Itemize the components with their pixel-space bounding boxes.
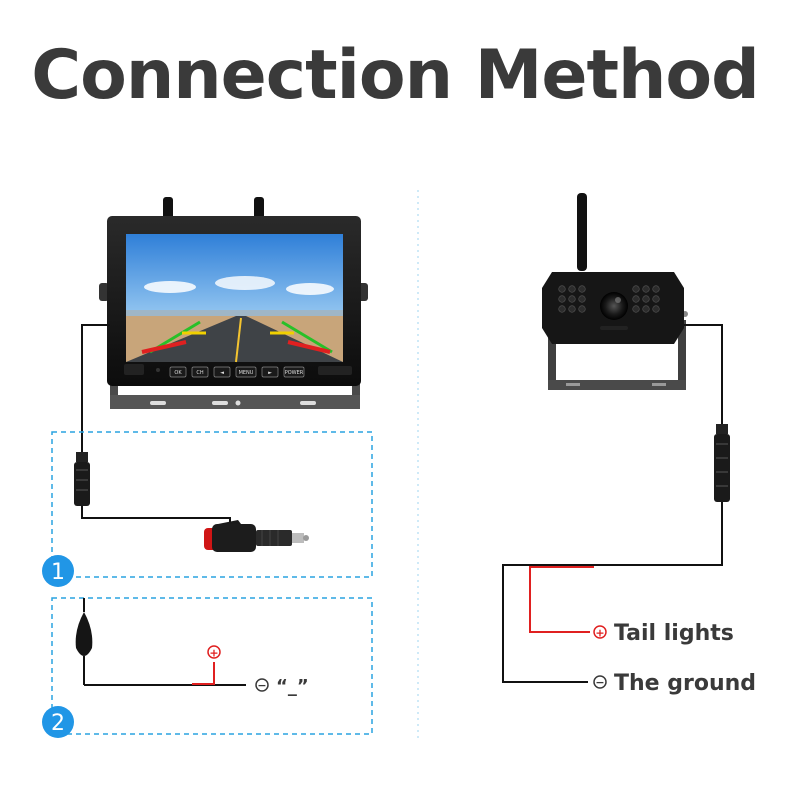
monitor: OK CH ◄ MENU ► POWER	[99, 197, 368, 409]
ir-led	[568, 305, 576, 313]
step-2-positive-wire	[192, 662, 215, 685]
svg-text:−: −	[257, 679, 266, 692]
step-2-minus-icon: −	[255, 678, 269, 692]
svg-text:−: −	[595, 676, 604, 689]
monitor-button-0: OK	[169, 366, 187, 378]
monitor-screen	[126, 234, 343, 363]
ir-led	[652, 295, 660, 303]
step-1-cable	[81, 506, 231, 530]
monitor-knob-left	[99, 283, 109, 301]
tail-lights-label: Tail lights	[614, 621, 734, 646]
monitor-button-label: MENU	[239, 370, 254, 376]
camera-lens	[600, 292, 628, 320]
monitor-button-4: ►	[261, 366, 279, 378]
ir-led	[558, 285, 566, 293]
monitor-antenna-left	[163, 197, 173, 221]
step-2-box	[51, 597, 373, 735]
ir-led	[642, 295, 650, 303]
ir-led	[632, 295, 640, 303]
monitor-button-3: MENU	[235, 366, 257, 378]
monitor-button-2: ◄	[213, 366, 231, 378]
page-title: Connection Method	[31, 36, 760, 115]
ir-led	[642, 305, 650, 313]
fuse-holder	[75, 598, 93, 685]
ir-led	[578, 295, 586, 303]
step-2-badge: 2	[42, 706, 74, 738]
svg-text:2: 2	[51, 711, 65, 736]
ir-led	[578, 305, 586, 313]
monitor-button-label: POWER	[285, 370, 304, 376]
monitor-button-1: CH	[191, 366, 209, 378]
monitor-buttons: OK CH ◄ MENU ► POWER	[169, 366, 305, 378]
tail-lights-wire	[529, 566, 594, 633]
ground-label: The ground	[614, 671, 756, 696]
monitor-button-5: POWER	[283, 366, 305, 378]
ground-minus-icon: −	[593, 675, 607, 689]
camera-cable	[684, 324, 723, 424]
monitor-button-label: ◄	[220, 370, 224, 376]
ir-led	[652, 305, 660, 313]
ir-led	[558, 305, 566, 313]
monitor-antenna-right	[254, 197, 264, 221]
ir-led	[652, 285, 660, 293]
ir-led	[558, 295, 566, 303]
step-1-badge: 1	[42, 555, 74, 587]
ir-led	[632, 285, 640, 293]
svg-text:1: 1	[51, 560, 65, 585]
step-1-box	[51, 431, 373, 578]
monitor-cable	[81, 324, 110, 452]
svg-text:+: +	[209, 647, 218, 660]
monitor-button-label: OK	[174, 370, 182, 376]
inline-connector-camera	[714, 424, 730, 502]
step-2-negative-label: “_”	[276, 676, 309, 697]
step-2-plus-icon: +	[207, 645, 221, 660]
ir-led	[568, 295, 576, 303]
camera-ir-leds	[558, 285, 660, 313]
monitor-button-label: ►	[268, 370, 272, 376]
svg-text:+: +	[595, 627, 604, 640]
cigarette-lighter-plug	[204, 520, 309, 552]
inline-connector-monitor	[74, 452, 90, 506]
monitor-button-label: CH	[196, 370, 203, 376]
ir-led	[568, 285, 576, 293]
camera-cable-lower	[502, 502, 723, 683]
camera-antenna	[577, 193, 587, 271]
ir-led	[632, 305, 640, 313]
backup-camera	[542, 193, 688, 390]
ir-led	[642, 285, 650, 293]
ir-led	[578, 285, 586, 293]
tail-lights-plus-icon: +	[593, 625, 607, 640]
